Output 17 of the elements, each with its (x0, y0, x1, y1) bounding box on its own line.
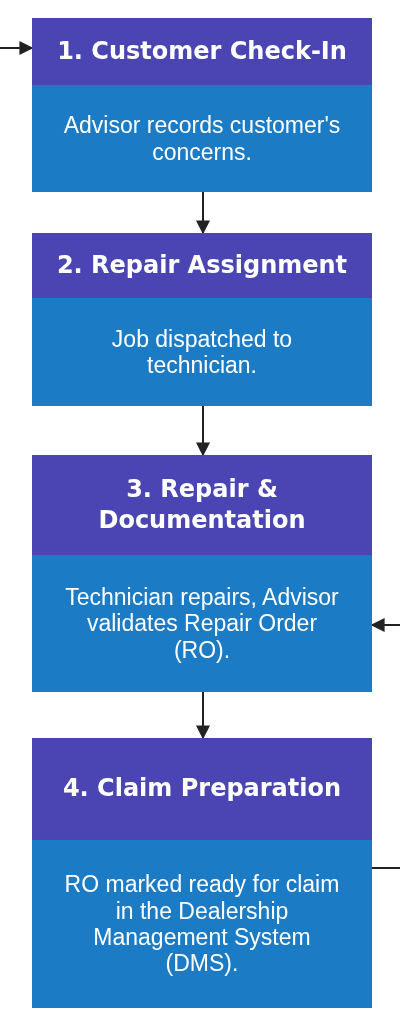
process-box (32, 233, 372, 406)
step-description: Technician repairs, Advisor validates Repair Order (RO). (64, 583, 340, 664)
step-heading: 2. Repair Assignment (56, 249, 348, 281)
process-box (32, 18, 372, 192)
process-box (32, 738, 372, 1008)
connector-line (371, 867, 400, 869)
step-heading: 1. Customer Check-In (57, 35, 347, 67)
step-description: Advisor records customer's concerns. (62, 112, 342, 165)
step-heading: 4. Claim Preparation (62, 773, 342, 805)
step-description: RO marked ready for claim in the Dealership Management System (DMS). (63, 871, 341, 977)
process-box (32, 455, 372, 692)
arrow (0, 41, 34, 55)
arrow (196, 191, 210, 235)
step-heading: 3. Repair & Documentation (97, 473, 307, 536)
arrow (196, 691, 210, 740)
step-description: Job dispatched to technician. (110, 325, 294, 379)
arrow (196, 405, 210, 457)
